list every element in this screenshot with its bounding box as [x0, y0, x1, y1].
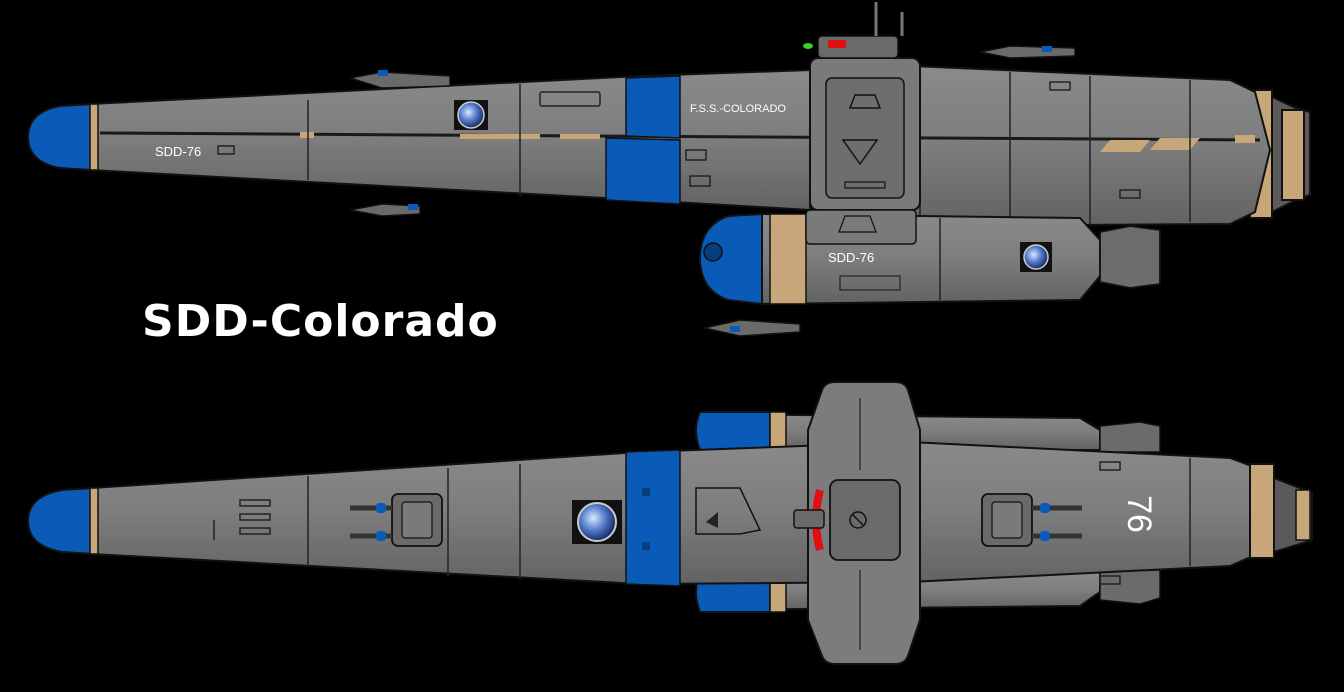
side-bow-name: F.S.S.-COLORADO [690, 103, 786, 115]
top-bridge-superstructure [695, 381, 921, 665]
forward-turret [350, 493, 443, 547]
top-blue-band [625, 449, 681, 587]
side-nose-cap [26, 102, 93, 172]
top-engine-nozzle [1249, 463, 1313, 559]
side-lower-pod [698, 209, 1161, 337]
earth-emblem-icon [572, 500, 622, 544]
earth-emblem-icon [454, 100, 488, 130]
earth-emblem-icon [1020, 242, 1052, 272]
aft-turret [981, 493, 1082, 547]
top-nose-cap [26, 486, 95, 556]
side-view: SDD-76 F.S.S.-COLORADO SDD-76 [26, 2, 1311, 337]
side-blue-band [625, 75, 681, 139]
page-title: SDD-Colorado [142, 296, 499, 347]
sensor-light [803, 43, 813, 49]
side-pod-label: SDD-76 [828, 250, 874, 265]
side-main-hull [89, 68, 811, 212]
side-command-tower [803, 2, 921, 211]
top-view: 76 [26, 381, 1313, 665]
side-aft-hull [911, 64, 1272, 228]
side-blue-band-lower [605, 137, 681, 205]
top-hull-number: 76 [1120, 495, 1158, 533]
side-hull-label: SDD-76 [155, 144, 201, 159]
